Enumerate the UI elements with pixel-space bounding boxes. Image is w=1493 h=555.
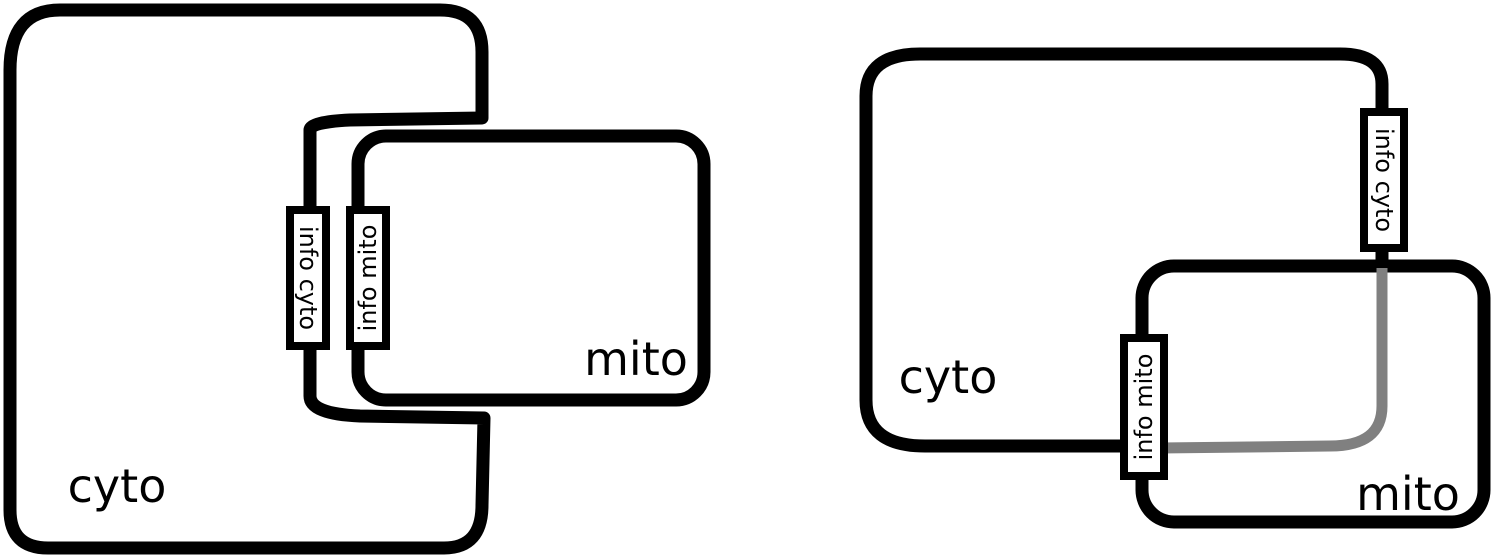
left-info-mito-port: info mito — [346, 206, 390, 350]
left-info-mito-label: info mito — [354, 225, 382, 332]
right-cyto-hidden-boundary — [1159, 268, 1388, 454]
right-cyto-compartment — [859, 47, 1389, 453]
right-info-cyto-label: info cyto — [1370, 128, 1398, 232]
right-diagram: info cyto info mito cyto mito — [859, 47, 1491, 529]
right-info-mito-label: info mito — [1130, 354, 1158, 461]
left-mito-label: mito — [584, 332, 688, 386]
left-info-cyto-port: info cyto — [286, 206, 330, 350]
left-cyto-compartment — [3, 3, 491, 555]
right-info-mito-port: info mito — [1120, 334, 1168, 480]
left-info-cyto-label: info cyto — [294, 226, 322, 330]
right-mito-label: mito — [1356, 467, 1460, 521]
right-info-cyto-port: info cyto — [1360, 108, 1408, 252]
left-diagram: info cyto info mito mito cyto — [3, 3, 711, 555]
right-cyto-label: cyto — [899, 350, 998, 404]
left-cyto-label: cyto — [68, 459, 167, 513]
